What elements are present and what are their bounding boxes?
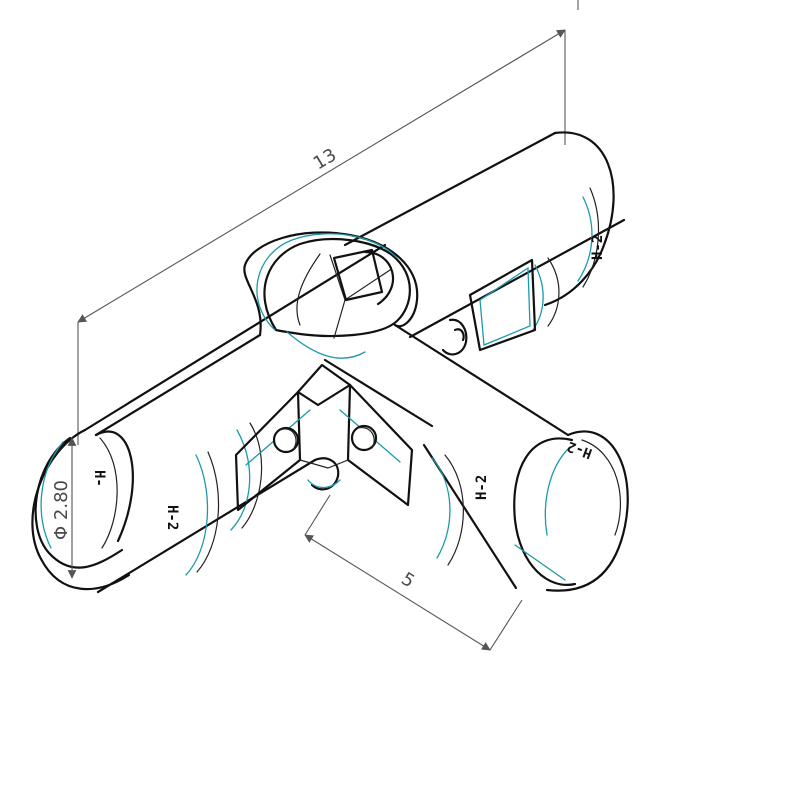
dimension-diameter: Φ 2.80 xyxy=(51,437,77,579)
dimension-offset-5: 5 xyxy=(304,494,523,651)
front-branch xyxy=(323,323,629,592)
length-label: 13 xyxy=(310,144,340,174)
diameter-label: Φ 2.80 xyxy=(51,480,72,540)
right-end-marking: H-2 xyxy=(565,438,594,462)
offset-label: 5 xyxy=(397,568,418,592)
left-marking-b: H-2 xyxy=(164,505,180,530)
front-right-marking: H-2 xyxy=(474,475,490,500)
left-marking-a: H- xyxy=(91,470,107,487)
dimension-length-13: 13 xyxy=(77,0,579,445)
left-tube xyxy=(31,243,387,594)
center-body xyxy=(234,231,419,512)
right-tube xyxy=(343,131,626,356)
right-top-marking: H-2 xyxy=(590,235,606,260)
